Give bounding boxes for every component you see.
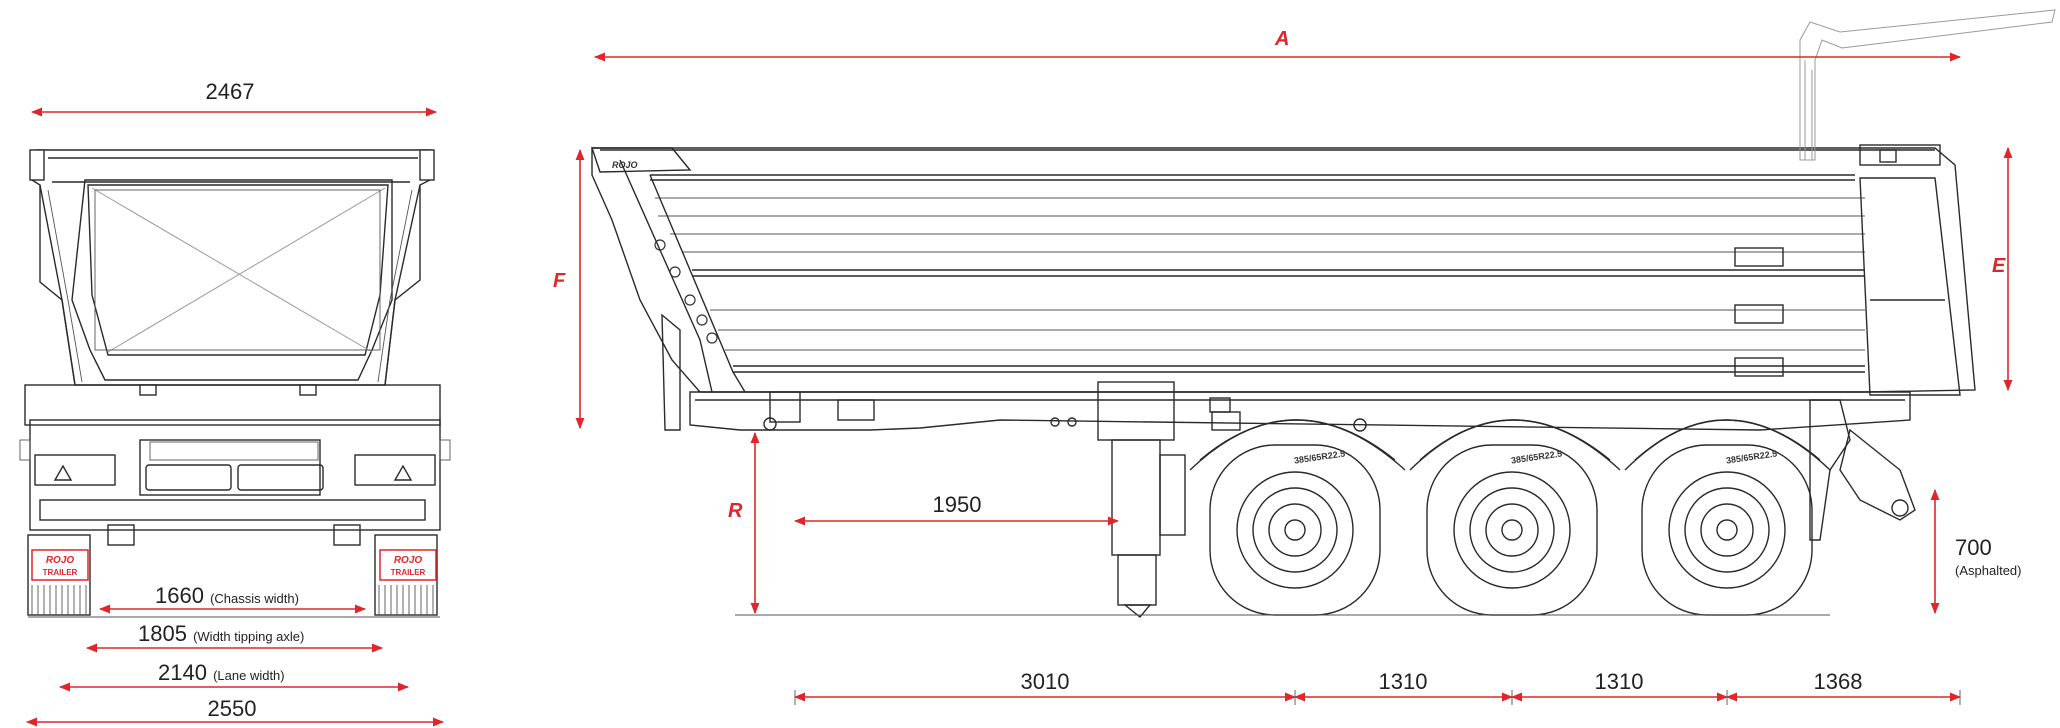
axle-3-wheel	[1641, 444, 1813, 616]
mudflap-brand-left: ROJO	[46, 555, 75, 566]
side-ground-letter: R	[728, 500, 743, 522]
side-height-letter: F	[553, 270, 566, 292]
tire-label-1: 385/65R22.5	[1293, 448, 1345, 465]
front-lane-width-label: 2140 (Lane width)	[158, 660, 285, 686]
front-tipping-axle-note: (Width tipping axle)	[193, 629, 305, 644]
front-chassis-width-value: 1660	[155, 583, 204, 608]
side-kingpin-height-note: (Asphalted)	[1955, 563, 2022, 578]
side-rear-overhang-label: 1368	[1813, 669, 1863, 694]
side-wheelbase-label: 3010	[1020, 669, 1070, 694]
tire-label-3: 385/65R22.5	[1725, 448, 1777, 465]
mudflap-brand-left-sub: TRAILER	[43, 568, 78, 577]
front-overall-width-label: 2550	[207, 696, 257, 721]
axle-2-wheel	[1426, 444, 1598, 616]
front-chassis-width-note: (Chassis width)	[210, 591, 299, 606]
side-brand: ROJO	[612, 160, 638, 170]
side-axle-1-label: 1310	[1378, 669, 1428, 694]
front-tipping-axle-label: 1805 (Width tipping axle)	[138, 621, 304, 647]
side-axle-2-label: 1310	[1594, 669, 1644, 694]
axle-1-wheel	[1209, 444, 1381, 616]
side-leg-distance-label: 1950	[932, 492, 982, 517]
side-wall-height-letter: E	[1992, 255, 2006, 277]
mudflap-brand-right: ROJO	[394, 555, 423, 566]
side-kingpin-height-value: 700	[1955, 535, 1992, 560]
front-lane-width-value: 2140	[158, 660, 207, 685]
front-view: ROJO TRAILER ROJO TRAILER	[19, 107, 451, 727]
front-tipping-axle-value: 1805	[138, 621, 187, 646]
side-view: ROJO	[575, 9, 2056, 705]
front-top-width-label: 2467	[205, 79, 255, 104]
front-chassis-width-label: 1660 (Chassis width)	[155, 583, 299, 609]
tire-label-2: 385/65R22.5	[1510, 448, 1562, 465]
front-lane-width-note: (Lane width)	[213, 668, 285, 683]
mudflap-brand-right-sub: TRAILER	[391, 568, 426, 577]
side-length-letter: A	[1275, 28, 1290, 50]
